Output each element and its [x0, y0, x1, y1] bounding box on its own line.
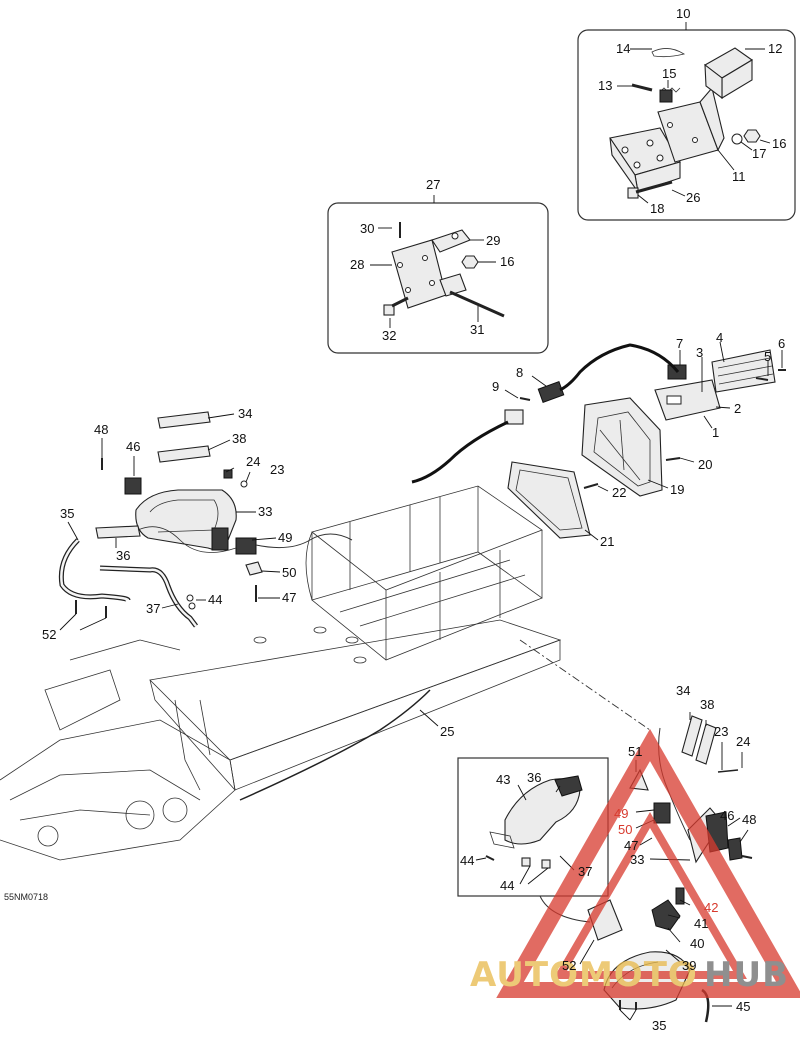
callout-37-right: 37	[578, 864, 592, 879]
callout-24-left: 24	[246, 454, 260, 469]
callout-23-right: 23	[714, 724, 728, 739]
callout-48-right: 48	[742, 812, 756, 827]
callout-33-right: 33	[630, 852, 644, 867]
callout-49-right: 49	[614, 806, 628, 821]
callout-1: 1	[712, 425, 719, 440]
callout-5: 5	[764, 349, 771, 364]
callout-38-left: 38	[232, 431, 246, 446]
callout-51: 51	[628, 744, 642, 759]
callout-49-left: 49	[278, 530, 292, 545]
callout-52-right: 52	[562, 958, 576, 973]
callout-25: 25	[440, 724, 454, 739]
callout-29: 29	[486, 233, 500, 248]
callout-10: 10	[676, 6, 690, 21]
callout-30: 30	[360, 221, 374, 236]
callout-36-right: 36	[527, 770, 541, 785]
callout-21: 21	[600, 534, 614, 549]
callout-44-box-bottom: 44	[500, 878, 514, 893]
callout-14: 14	[616, 41, 630, 56]
callout-17: 17	[752, 146, 766, 161]
callout-38-right: 38	[700, 697, 714, 712]
watermark-text-left: AUTOMOTO	[470, 955, 698, 995]
callout-23-left: 23	[270, 462, 284, 477]
chassis	[0, 619, 651, 861]
callout-27: 27	[426, 177, 440, 192]
tail-light-assembly	[411, 341, 786, 541]
callout-16-mid: 16	[500, 254, 514, 269]
callout-15: 15	[662, 66, 676, 81]
callout-44-box-left: 44	[460, 853, 474, 868]
callout-32: 32	[382, 328, 396, 343]
callout-7: 7	[676, 336, 683, 351]
callout-16-top: 16	[772, 136, 786, 151]
callout-8: 8	[516, 365, 523, 380]
callout-12: 12	[768, 41, 782, 56]
callout-46-left: 46	[126, 439, 140, 454]
left-handle-group	[58, 411, 353, 631]
callout-43: 43	[496, 772, 510, 787]
callout-48-left: 48	[94, 422, 108, 437]
callout-19: 19	[670, 482, 684, 497]
callout-33-left: 33	[258, 504, 272, 519]
callout-6: 6	[778, 336, 785, 351]
latch-12	[704, 47, 754, 100]
callout-36-left: 36	[116, 548, 130, 563]
watermark-text-right: HUB	[704, 955, 789, 995]
callout-34-right: 34	[676, 683, 690, 698]
callout-47-left: 47	[282, 590, 296, 605]
callout-9: 9	[492, 379, 499, 394]
callout-35-left: 35	[60, 506, 74, 521]
callout-34-left: 34	[238, 406, 252, 421]
callout-35-right: 35	[652, 1018, 666, 1033]
callout-4: 4	[716, 330, 723, 345]
callout-37-left: 37	[146, 601, 160, 616]
callout-41: 41	[694, 916, 708, 931]
callout-50-right: 50	[618, 822, 632, 837]
callout-39: 39	[682, 958, 696, 973]
bracket-11	[657, 86, 725, 163]
callout-26: 26	[686, 190, 700, 205]
callout-52-left: 52	[42, 627, 56, 642]
callout-labels: 10 14 12 15 13 16 17 11 26 18 27 30 29 2…	[4, 6, 786, 1033]
callout-20: 20	[698, 457, 712, 472]
callout-28: 28	[350, 257, 364, 272]
callout-11: 11	[732, 169, 746, 184]
detail-box-bracket	[327, 195, 549, 354]
cargo-rack	[305, 485, 543, 661]
callout-50-left: 50	[282, 565, 296, 580]
reference-code: 55NM0718	[4, 892, 48, 902]
callout-31: 31	[470, 322, 484, 337]
callout-42: 42	[704, 900, 718, 915]
callout-47-right: 47	[624, 838, 638, 853]
watermark-logo: AUTOMOTO HUB	[470, 728, 800, 998]
detail-box-hitch	[577, 22, 796, 221]
callout-44-left: 44	[208, 592, 222, 607]
callout-3: 3	[696, 345, 703, 360]
callout-13: 13	[598, 78, 612, 93]
callout-45: 45	[736, 999, 750, 1014]
callout-22: 22	[612, 485, 626, 500]
callout-24-right: 24	[736, 734, 750, 749]
callout-18: 18	[650, 201, 664, 216]
callout-40: 40	[690, 936, 704, 951]
callout-2: 2	[734, 401, 741, 416]
callout-46-right: 46	[720, 808, 734, 823]
